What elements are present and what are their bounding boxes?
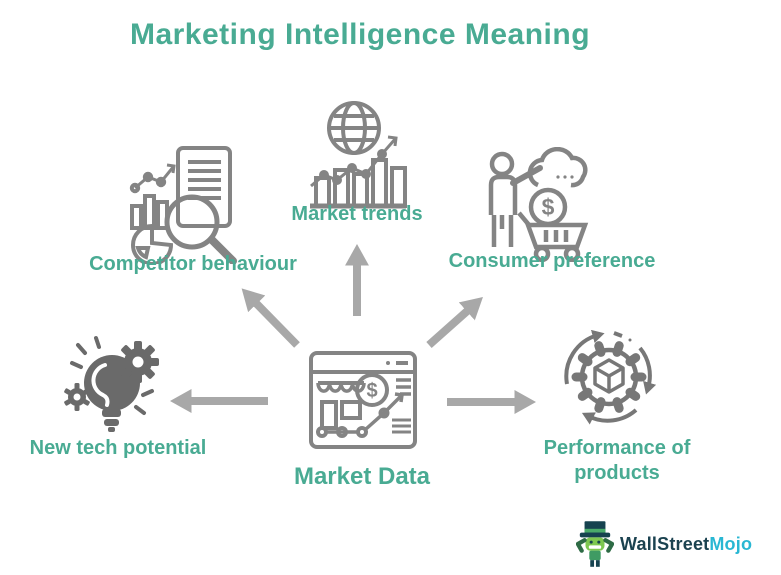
wallstreetmojo-logo: WallStreetMojo bbox=[576, 520, 752, 568]
coin-dollar-glyph: $ bbox=[366, 380, 377, 402]
node-label-consumer-preference: Consumer preference bbox=[448, 250, 656, 272]
arrow-up-left bbox=[241, 288, 300, 348]
coin-dollar-glyph: $ bbox=[542, 194, 555, 220]
gear-cube-cycle-icon bbox=[564, 329, 657, 425]
wallstreetmojo-mascot bbox=[576, 521, 614, 567]
globe-rising-bar-chart-icon bbox=[310, 101, 407, 209]
logo-text-mojo: Mojo bbox=[709, 533, 753, 554]
logo-text-wallstreet: WallStreet bbox=[620, 533, 710, 554]
node-label-performance-of-products: Performance of products bbox=[543, 437, 691, 484]
market-data-storefront-chart-icon: $ bbox=[309, 351, 417, 449]
logo-wordmark: WallStreetMojo bbox=[620, 534, 752, 555]
lightbulb-gears-icon bbox=[64, 336, 159, 432]
shopper-cart-cloud-coin-icon: $ bbox=[488, 147, 589, 262]
node-label-competitor-behaviour: Competitor behaviour bbox=[89, 253, 297, 275]
node-label-market-data: Market Data bbox=[293, 463, 431, 490]
arrow-up-right bbox=[426, 297, 483, 348]
node-label-market-trends: Market trends bbox=[291, 203, 423, 225]
node-label-new-tech-potential: New tech potential bbox=[29, 437, 207, 459]
magnifier-report-chart-icon bbox=[129, 146, 237, 264]
page-title: Marketing Intelligence Meaning bbox=[129, 18, 591, 51]
